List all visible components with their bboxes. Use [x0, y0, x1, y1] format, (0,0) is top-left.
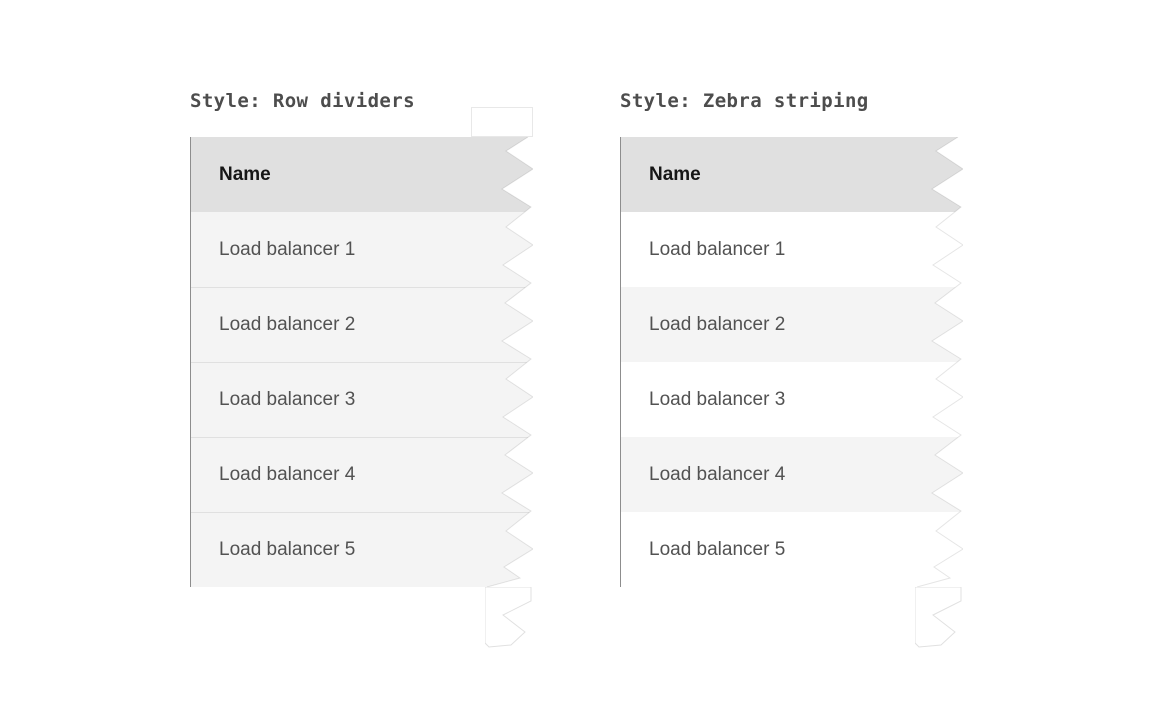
table-row: Load balancer 5	[191, 512, 533, 587]
table-body: Name Load balancer 1 Load balancer 2 Loa…	[620, 137, 963, 587]
style-caption: Style: Zebra striping	[620, 90, 869, 112]
cell-name: Load balancer 1	[219, 238, 356, 260]
cell-name: Load balancer 1	[649, 238, 786, 260]
table-row: Load balancer 3	[621, 362, 963, 437]
table-rows: Load balancer 1 Load balancer 2 Load bal…	[191, 212, 533, 587]
cell-name: Load balancer 3	[649, 388, 786, 410]
example-row-dividers: Style: Row dividers Name Load balancer 1…	[190, 90, 533, 648]
table-row: Load balancer 2	[191, 287, 533, 362]
column-header-label: Name	[219, 163, 271, 185]
torn-paper-scrap-top	[471, 107, 533, 137]
style-caption: Style: Row dividers	[190, 90, 415, 112]
table-row: Load balancer 1	[191, 212, 533, 287]
torn-paper-scrap-bottom	[485, 587, 532, 648]
table-row: Load balancer 3	[191, 362, 533, 437]
column-header: Name	[621, 137, 963, 212]
table-rows: Load balancer 1 Load balancer 2 Load bal…	[621, 212, 963, 587]
column-header: Name	[191, 137, 533, 212]
cell-name: Load balancer 2	[649, 313, 786, 335]
table-row: Load balancer 1	[621, 212, 963, 287]
cell-name: Load balancer 4	[649, 463, 786, 485]
data-table-row-dividers: Name Load balancer 1 Load balancer 2 Loa…	[190, 107, 533, 648]
torn-paper-scrap-bottom	[915, 587, 962, 648]
cell-name: Load balancer 5	[219, 539, 356, 560]
table-row: Load balancer 4	[621, 437, 963, 512]
table-row: Load balancer 2	[621, 287, 963, 362]
table-row: Load balancer 4	[191, 437, 533, 512]
column-header-label: Name	[649, 163, 701, 185]
table-row: Load balancer 5	[621, 512, 963, 587]
table-body: Name Load balancer 1 Load balancer 2 Loa…	[190, 137, 533, 587]
cell-name: Load balancer 5	[649, 538, 786, 560]
data-table-zebra-striping: Name Load balancer 1 Load balancer 2 Loa…	[620, 137, 963, 648]
cell-name: Load balancer 3	[219, 389, 356, 410]
example-zebra-striping: Style: Zebra striping Name Load balancer…	[620, 90, 963, 648]
cell-name: Load balancer 2	[219, 314, 356, 335]
cell-name: Load balancer 4	[219, 464, 356, 485]
